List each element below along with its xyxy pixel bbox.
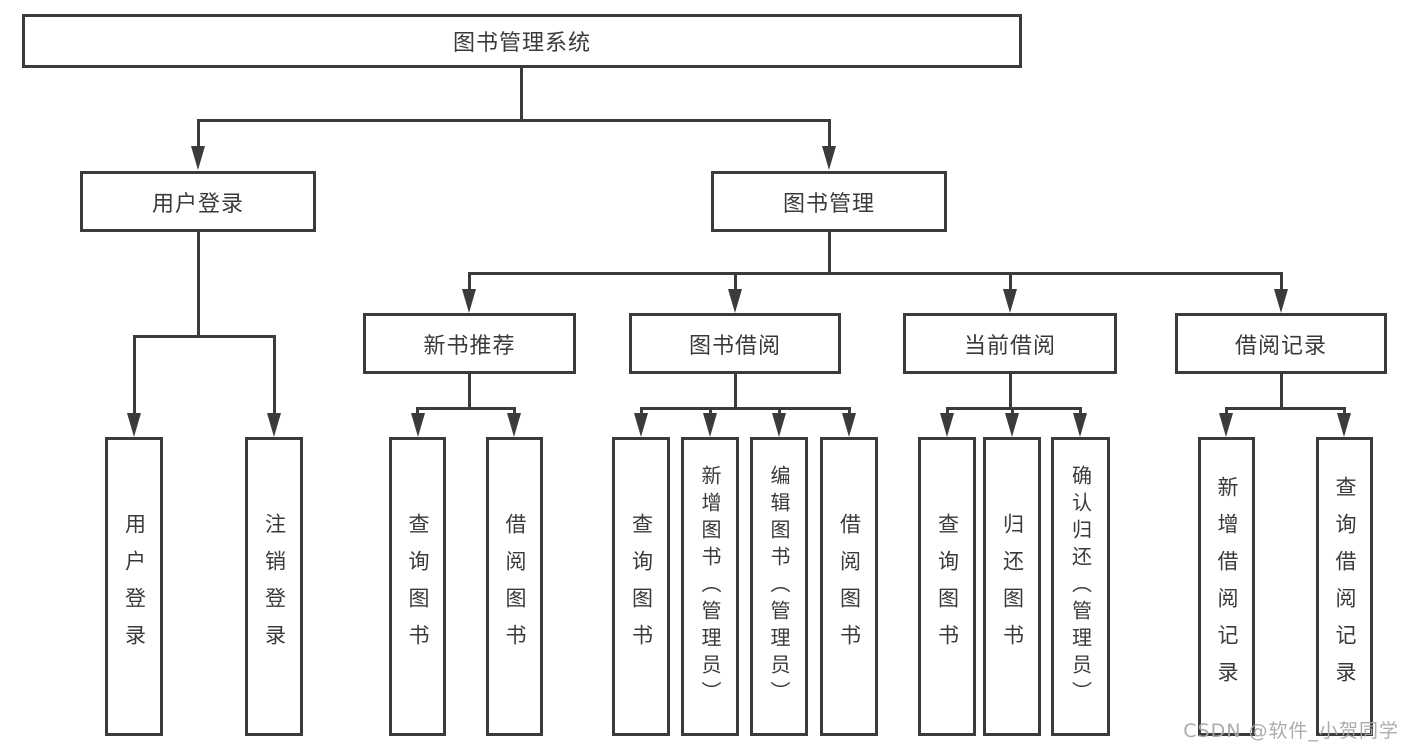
leaf-label: 新增借阅记录 xyxy=(1215,475,1239,698)
connector-line xyxy=(416,407,419,415)
connector-line xyxy=(1225,407,1228,415)
arrow-down-icon xyxy=(191,146,205,170)
connector-line xyxy=(468,272,471,291)
connector-line xyxy=(513,407,516,415)
arrow-down-icon xyxy=(1337,413,1351,437)
arrow-down-icon xyxy=(1274,289,1288,313)
connector-line xyxy=(778,407,781,415)
node-book-management: 图书管理 xyxy=(711,171,947,232)
leaf-bb-edit-books-admin: 编辑图书（管理员） xyxy=(750,437,808,736)
arrow-down-icon xyxy=(1219,413,1233,437)
connector-line xyxy=(946,407,949,415)
connector-line xyxy=(734,272,737,291)
leaf-br-add-record: 新增借阅记录 xyxy=(1198,437,1255,736)
arrow-down-icon xyxy=(267,413,281,437)
leaf-nb-query-books: 查询图书 xyxy=(389,437,446,736)
arrow-down-icon xyxy=(842,413,856,437)
leaf-logout: 注销登录 xyxy=(245,437,303,736)
arrow-down-icon xyxy=(728,289,742,313)
leaf-bb-query-books: 查询图书 xyxy=(612,437,670,736)
connector-line xyxy=(828,119,831,147)
connector-line xyxy=(1343,407,1346,415)
connector-line xyxy=(1280,374,1283,407)
leaf-label: 新增图书（管理员） xyxy=(698,465,722,708)
node-user-login: 用户登录 xyxy=(80,171,316,232)
connector-line xyxy=(709,407,712,415)
node-label: 借阅记录 xyxy=(1234,333,1327,359)
connector-line xyxy=(197,232,200,335)
node-book-borrow: 图书借阅 xyxy=(629,313,841,374)
leaf-label: 查询图书 xyxy=(935,512,960,661)
leaf-label: 编辑图书（管理员） xyxy=(767,465,791,708)
node-label: 图书管理 xyxy=(782,191,875,217)
leaf-label: 确认归还（管理员） xyxy=(1068,465,1093,708)
connector-line xyxy=(133,335,276,338)
connector-line xyxy=(133,335,136,415)
node-borrow-records: 借阅记录 xyxy=(1175,313,1387,374)
node-library-management-system: 图书管理系统 xyxy=(22,14,1022,68)
arrow-down-icon xyxy=(940,413,954,437)
connector-line xyxy=(520,66,523,119)
csdn-watermark: CSDN @软件_小贺同学 xyxy=(1183,720,1399,742)
arrow-down-icon xyxy=(772,413,786,437)
arrow-down-icon xyxy=(507,413,521,437)
connector-line xyxy=(197,119,200,147)
node-label: 当前借阅 xyxy=(963,333,1056,359)
arrow-down-icon xyxy=(411,413,425,437)
leaf-bb-borrow-books: 借阅图书 xyxy=(820,437,878,736)
connector-line xyxy=(1009,374,1012,407)
connector-line xyxy=(469,272,1282,275)
connector-line xyxy=(828,232,831,272)
arrow-down-icon xyxy=(1003,289,1017,313)
node-current-borrow: 当前借阅 xyxy=(903,313,1117,374)
connector-line xyxy=(640,407,850,410)
leaf-user-login: 用户登录 xyxy=(105,437,163,736)
arrow-down-icon xyxy=(127,413,141,437)
connector-line xyxy=(1009,272,1012,291)
node-label: 用户登录 xyxy=(151,191,244,217)
leaf-label: 注销登录 xyxy=(262,512,287,661)
arrow-down-icon xyxy=(1005,413,1019,437)
leaf-nb-borrow-books: 借阅图书 xyxy=(486,437,543,736)
node-label: 新书推荐 xyxy=(423,333,516,359)
leaf-cb-return-books: 归还图书 xyxy=(983,437,1041,736)
connector-line xyxy=(1225,407,1346,410)
leaf-cb-confirm-return-admin: 确认归还（管理员） xyxy=(1051,437,1110,736)
leaf-br-query-record: 查询借阅记录 xyxy=(1316,437,1373,736)
leaf-label: 查询借阅记录 xyxy=(1333,475,1357,698)
node-label: 图书借阅 xyxy=(688,333,781,359)
arrow-down-icon xyxy=(703,413,717,437)
connector-line xyxy=(273,335,276,415)
connector-line xyxy=(468,374,471,407)
node-new-book-recommend: 新书推荐 xyxy=(363,313,576,374)
leaf-label: 查询图书 xyxy=(629,512,654,661)
connector-line xyxy=(1011,407,1014,415)
leaf-label: 借阅图书 xyxy=(503,512,527,661)
leaf-bb-add-books-admin: 新增图书（管理员） xyxy=(681,437,739,736)
connector-line xyxy=(197,119,831,122)
connector-line xyxy=(946,407,1082,410)
arrow-down-icon xyxy=(822,146,836,170)
connector-line xyxy=(417,407,516,410)
leaf-label: 借阅图书 xyxy=(837,512,862,661)
connector-line xyxy=(848,407,851,415)
leaf-cb-query-books: 查询图书 xyxy=(918,437,976,736)
arrow-down-icon xyxy=(462,289,476,313)
connector-line xyxy=(1280,272,1283,291)
leaf-label: 用户登录 xyxy=(122,512,147,661)
node-label: 图书管理系统 xyxy=(452,31,591,56)
leaf-label: 查询图书 xyxy=(406,512,430,661)
connector-line xyxy=(734,374,737,407)
arrow-down-icon xyxy=(1073,413,1087,437)
connector-line xyxy=(1079,407,1082,415)
connector-line xyxy=(640,407,643,415)
arrow-down-icon xyxy=(634,413,648,437)
leaf-label: 归还图书 xyxy=(1000,512,1025,661)
